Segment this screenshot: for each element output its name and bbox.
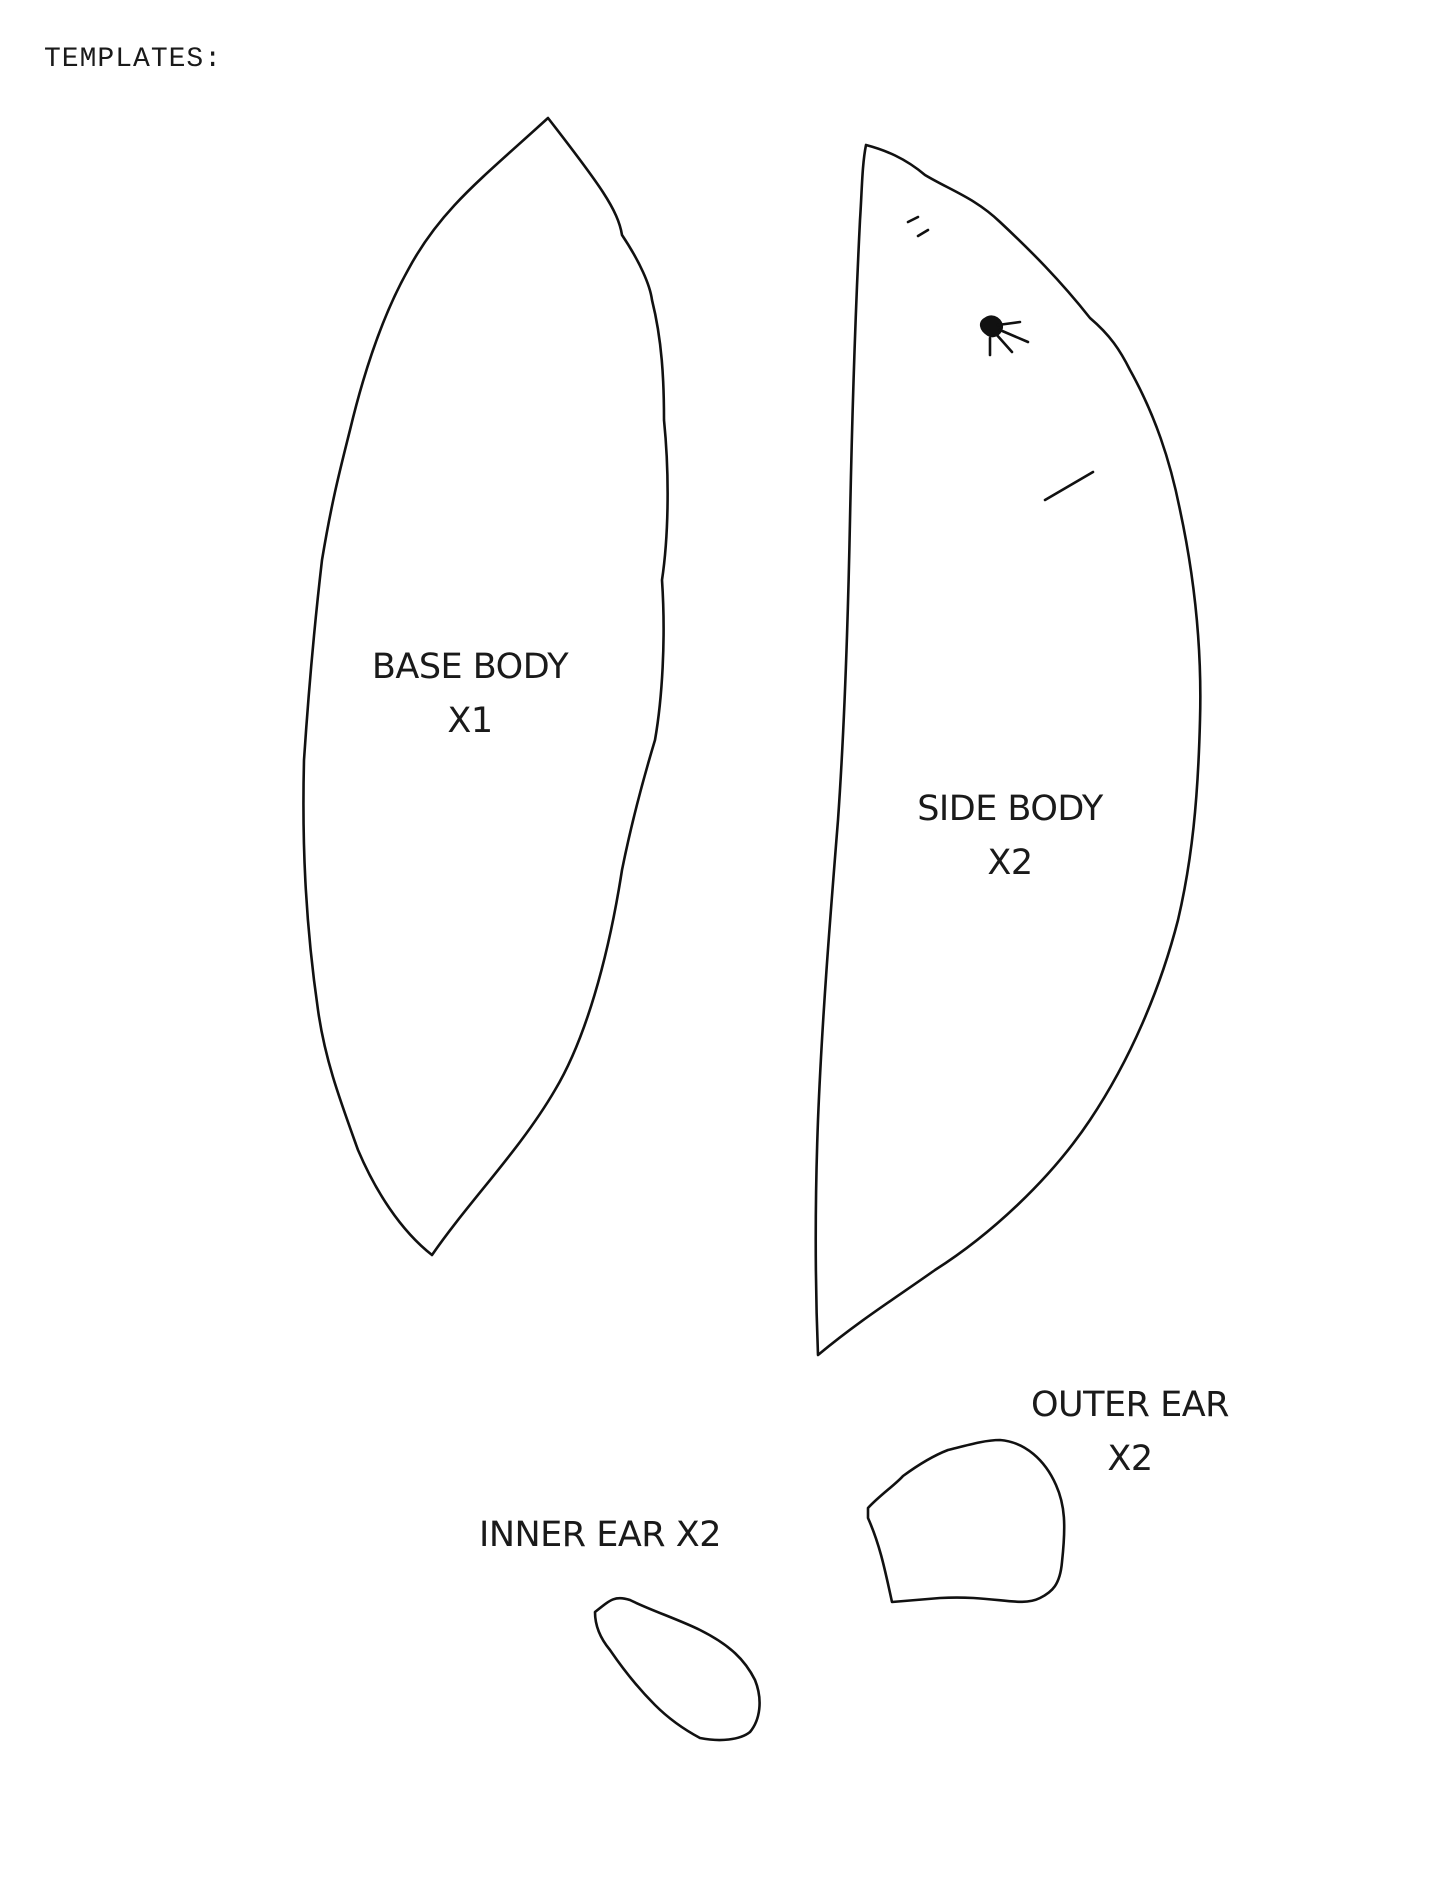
nostril-mark-1 [906, 215, 920, 224]
outer-ear-quantity: X2 [1107, 1439, 1153, 1479]
side-body-name: SIDE BODY [917, 789, 1103, 829]
eye-mark [980, 315, 1004, 338]
base-body-quantity: X1 [447, 701, 493, 741]
inner-ear-outline [593, 1596, 761, 1742]
base-body-outline [302, 116, 669, 1257]
outer-ear-outline [866, 1438, 1066, 1604]
side-body-quantity: X2 [987, 843, 1033, 883]
outer-ear-name: OUTER EAR [1031, 1385, 1229, 1425]
inner-ear-label: INNER EAR X2 [460, 1508, 740, 1562]
nostril-mark-2 [916, 228, 930, 238]
mouth-line [1043, 470, 1095, 502]
outer-ear-label: OUTER EAR X2 [1000, 1378, 1260, 1486]
inner-ear-text: INNER EAR X2 [479, 1515, 722, 1555]
base-body-label: BASE BODY X1 [340, 640, 600, 748]
side-body-outline [814, 143, 1202, 1357]
page-heading: TEMPLATES: [44, 44, 223, 75]
eyelash-3 [994, 332, 1014, 354]
side-body-label: SIDE BODY X2 [880, 782, 1140, 890]
base-body-name: BASE BODY [371, 647, 569, 687]
eyelash-2 [998, 328, 1030, 344]
eyelash-1 [996, 320, 1022, 327]
